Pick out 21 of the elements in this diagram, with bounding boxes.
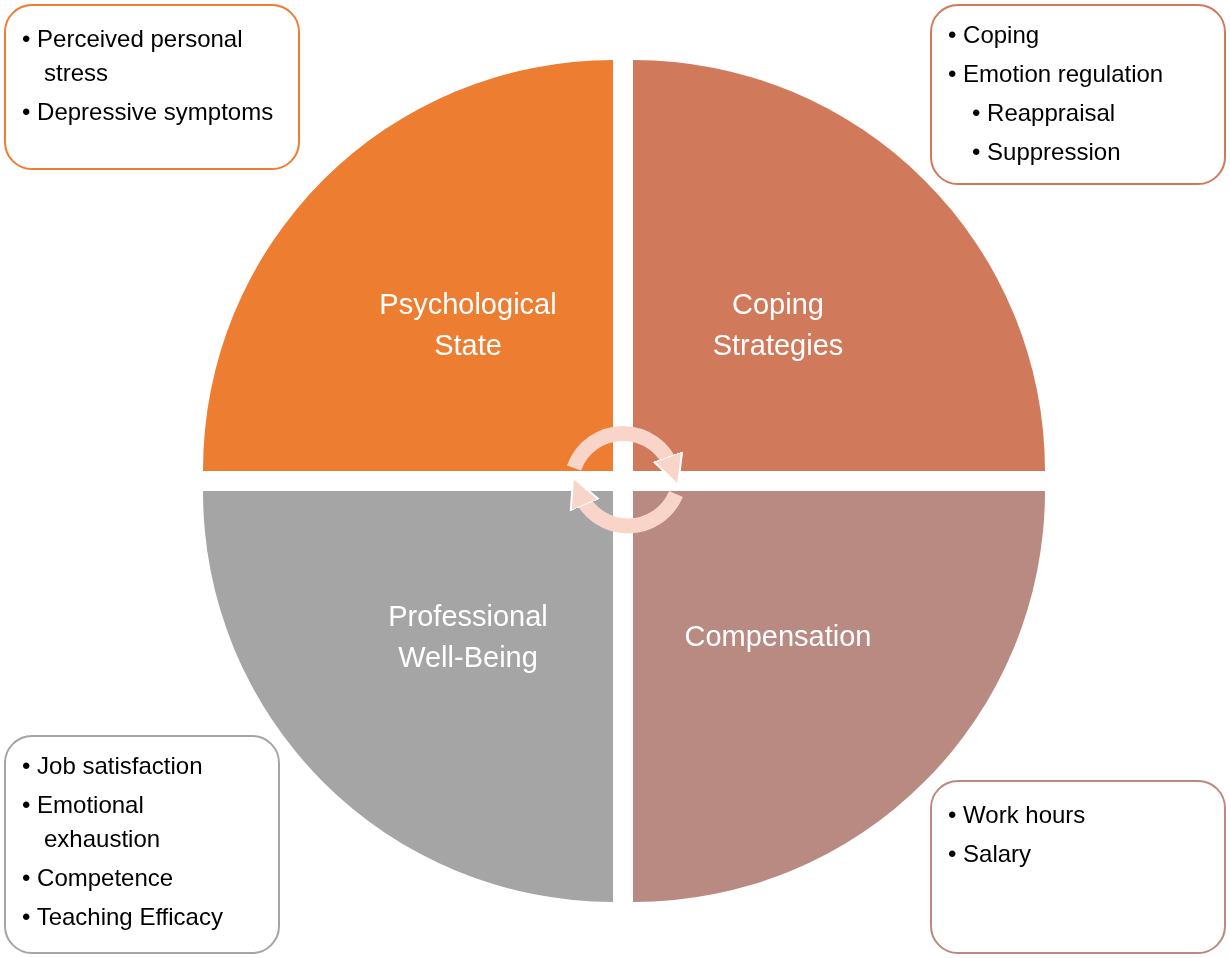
bullet-item: • Emotion regulation (948, 59, 1165, 89)
bullet-item: • Competence (22, 863, 175, 893)
segment-title: Coping Strategies (711, 287, 845, 363)
bullet-item: • Salary (948, 839, 1033, 869)
bullet-item: • Perceived personal stress (22, 24, 244, 88)
bullet-item: • Suppression (972, 137, 1122, 167)
text-box (930, 780, 1226, 954)
text-box (4, 4, 300, 170)
bullet-item: • Job satisfaction (22, 751, 204, 781)
bullet-item: • Coping (948, 20, 1041, 50)
bullet-item: • Reappraisal (972, 98, 1117, 128)
bullet-item: • Teaching Efficacy (22, 902, 224, 932)
bullet-item: • Work hours (948, 800, 1087, 830)
segment-title: Professional Well-Being (387, 599, 549, 675)
bullet-item: • Emotional exhaustion (22, 790, 162, 854)
text-box (4, 735, 280, 954)
bullet-item: • Depressive symptoms (22, 97, 275, 127)
text-box (930, 4, 1226, 185)
segment-title: Compensation (683, 618, 873, 654)
segment-title: Psychological State (378, 287, 558, 363)
cycle-arrow (567, 426, 683, 486)
